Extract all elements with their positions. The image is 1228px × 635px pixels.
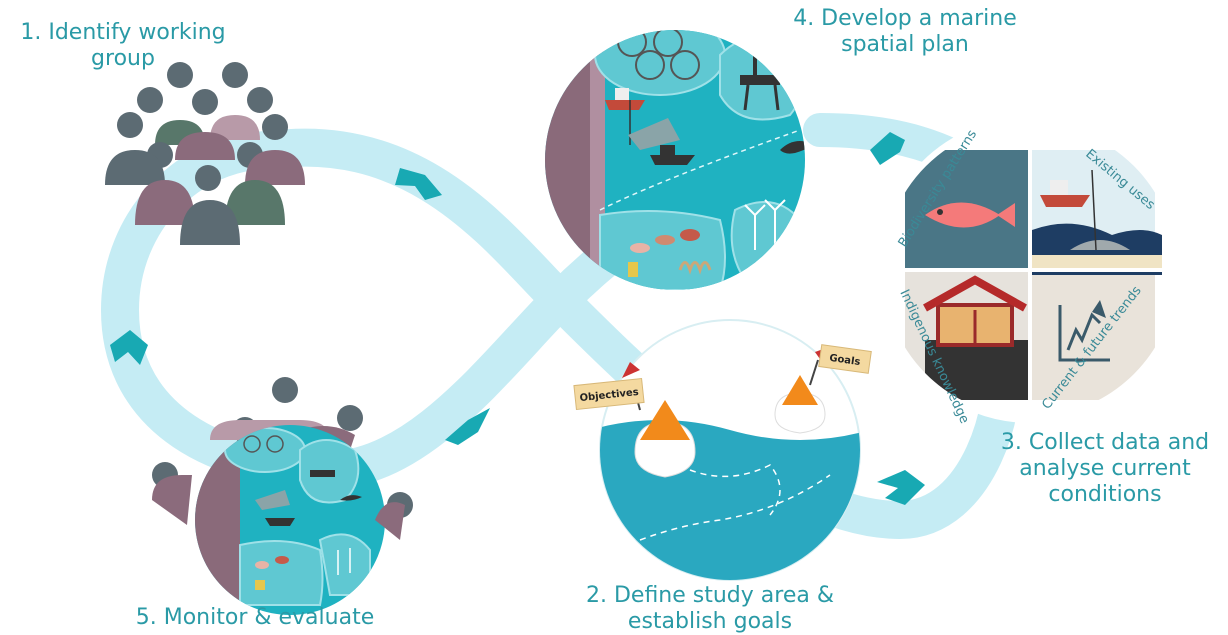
step-4-label: 4. Develop a marine spatial plan — [793, 6, 1017, 57]
data-quadrant-disc: Biodiversity patterns Existing uses Indi… — [877, 117, 1183, 426]
study-area-globe: Objectives Goals — [573, 319, 872, 581]
fish-icon — [630, 229, 700, 253]
chevron-arrow-icon — [110, 330, 148, 365]
goals-flag: Goals — [818, 344, 872, 374]
buoy-icon — [774, 348, 826, 434]
step-2-label: 2. Define study area & establish goals — [585, 583, 834, 634]
marae-house-icon — [923, 275, 1028, 400]
step-1-label: 1. Identify working group — [20, 20, 226, 71]
marine-plan-globe — [545, 30, 805, 290]
trend-chart-icon — [1058, 300, 1110, 362]
chevron-arrow-icon — [870, 132, 905, 165]
goals-flag-text: Goals — [829, 353, 861, 368]
fishing-boat-icon — [605, 88, 645, 110]
flow-arrows — [110, 132, 925, 505]
objectives-flag: Objectives — [573, 377, 645, 411]
whale-icon — [780, 141, 805, 154]
chevron-arrow-icon — [445, 408, 490, 445]
fishing-boat-icon — [650, 145, 695, 165]
coral-icon — [678, 261, 712, 275]
wind-turbine-icon — [744, 199, 786, 250]
people-group-icon — [105, 62, 305, 245]
buoy-icon — [622, 362, 696, 478]
fish-icon — [925, 202, 1015, 228]
chevron-arrow-icon — [395, 168, 442, 200]
fishing-boat-icon — [1040, 169, 1097, 251]
chevron-arrow-icon — [877, 470, 925, 505]
step-5-label: 5. Monitor & evaluate — [135, 605, 375, 630]
step-3-label: 3. Collect data and analyse current cond… — [1000, 430, 1210, 507]
